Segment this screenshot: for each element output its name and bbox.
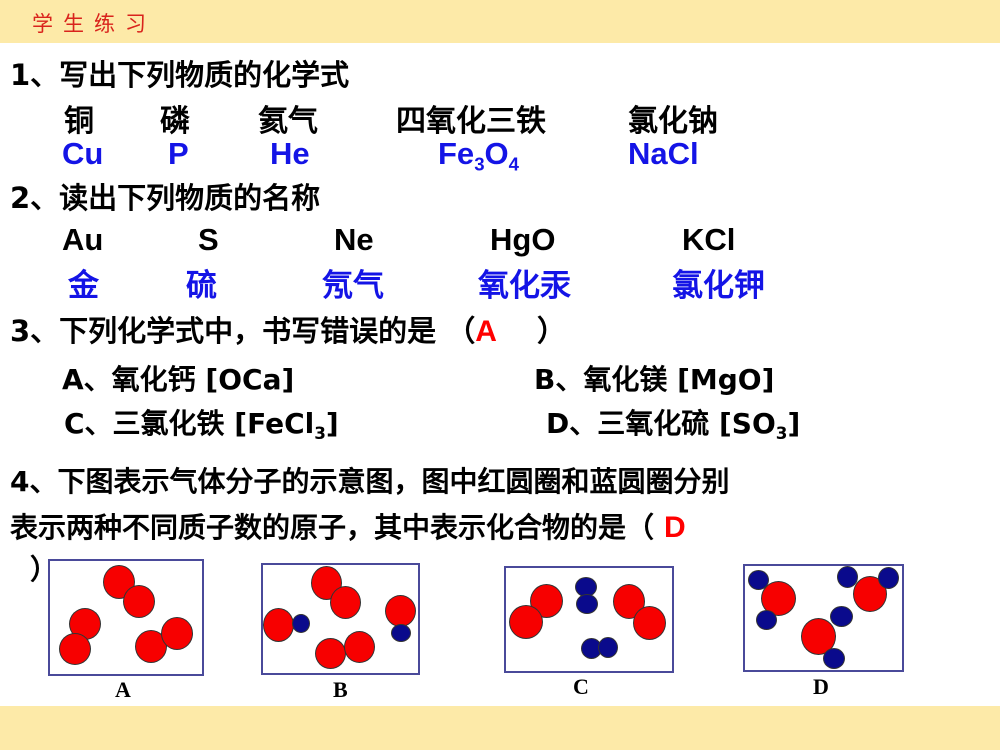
- atom-blue: [577, 595, 597, 613]
- atom-blue: [831, 607, 852, 626]
- atom-red: [762, 582, 795, 615]
- atom-red: [345, 632, 374, 662]
- q2-name-4: 氧化汞: [478, 268, 571, 304]
- q1-prompt: 1、写出下列物质的化学式: [10, 58, 350, 92]
- q3-option-d: D、三氧化硫 [SO3]: [546, 407, 801, 443]
- q2-name-3: 氖气: [322, 268, 384, 304]
- atom-red: [386, 596, 415, 626]
- q3-answer: A: [475, 315, 497, 348]
- atom-blue: [293, 615, 309, 632]
- atom-red: [136, 631, 166, 662]
- q2-formula-3: Ne: [334, 222, 374, 257]
- q1-formula-3: He: [270, 136, 310, 171]
- q1-formula-2: P: [168, 136, 189, 171]
- diagram-d: [743, 564, 904, 672]
- q4-prompt-line1: 4、下图表示气体分子的示意图，图中红圆圈和蓝圆圈分别: [10, 465, 730, 498]
- atom-red: [162, 618, 192, 649]
- atom-blue: [599, 638, 617, 657]
- q2-formula-1: Au: [62, 222, 104, 257]
- diagram-a-label: A: [115, 677, 131, 702]
- q1-name-5: 氯化钠: [628, 104, 718, 139]
- diagram-b: [261, 563, 420, 675]
- atom-blue: [749, 571, 768, 589]
- footer-banner: [0, 706, 1000, 750]
- header-banner: 学生练习: [0, 0, 1000, 43]
- q2-formula-4: HgO: [490, 222, 556, 257]
- atom-red: [264, 609, 293, 641]
- atom-red: [331, 587, 360, 618]
- q1-name-3: 氦气: [258, 104, 318, 139]
- q1-formula-4: Fe3O4: [438, 136, 519, 175]
- diagram-d-label: D: [813, 674, 829, 699]
- diagram-b-label: B: [333, 677, 348, 702]
- atom-blue: [879, 568, 898, 588]
- q4-prompt-line2: 表示两种不同质子数的原子，其中表示化合物的是（D: [10, 511, 686, 544]
- atom-red: [60, 634, 90, 664]
- atom-red: [802, 619, 835, 654]
- q3-option-b: B、氧化镁 [MgO]: [534, 363, 775, 396]
- atom-red: [634, 607, 665, 639]
- q1-name-2: 磷: [160, 104, 190, 139]
- slide-title: 学生练习: [32, 12, 156, 36]
- q2-name-5: 氯化钾: [672, 268, 765, 304]
- q1-formula-5: NaCl: [628, 136, 699, 171]
- atom-blue: [582, 639, 601, 658]
- diagram-c: [504, 566, 674, 673]
- q1-formula-1: Cu: [62, 136, 104, 171]
- atom-blue: [757, 611, 776, 629]
- q3-prompt: 3、下列化学式中，书写错误的是 （A）: [10, 314, 566, 348]
- q1-name-4: 四氧化三铁: [396, 104, 546, 139]
- q2-name-2: 硫: [186, 268, 217, 304]
- diagram-a: [48, 559, 204, 676]
- atom-blue: [838, 567, 857, 587]
- atom-red: [510, 606, 542, 638]
- q1-name-1: 铜: [64, 104, 94, 139]
- atom-blue: [824, 649, 844, 668]
- q4-answer: D: [664, 511, 686, 544]
- atom-blue: [576, 578, 596, 596]
- atom-blue: [392, 625, 410, 641]
- q2-formula-5: KCl: [682, 222, 736, 257]
- atom-red: [124, 586, 154, 617]
- q2-formula-2: S: [198, 222, 219, 257]
- q2-prompt: 2、读出下列物质的名称: [10, 181, 321, 215]
- atom-red: [316, 639, 345, 668]
- q2-name-1: 金: [68, 268, 99, 304]
- diagram-c-label: C: [573, 674, 589, 699]
- q3-option-c: C、三氯化铁 [FeCl3]: [64, 407, 339, 443]
- q3-option-a: A、氧化钙 [OCa]: [62, 363, 295, 396]
